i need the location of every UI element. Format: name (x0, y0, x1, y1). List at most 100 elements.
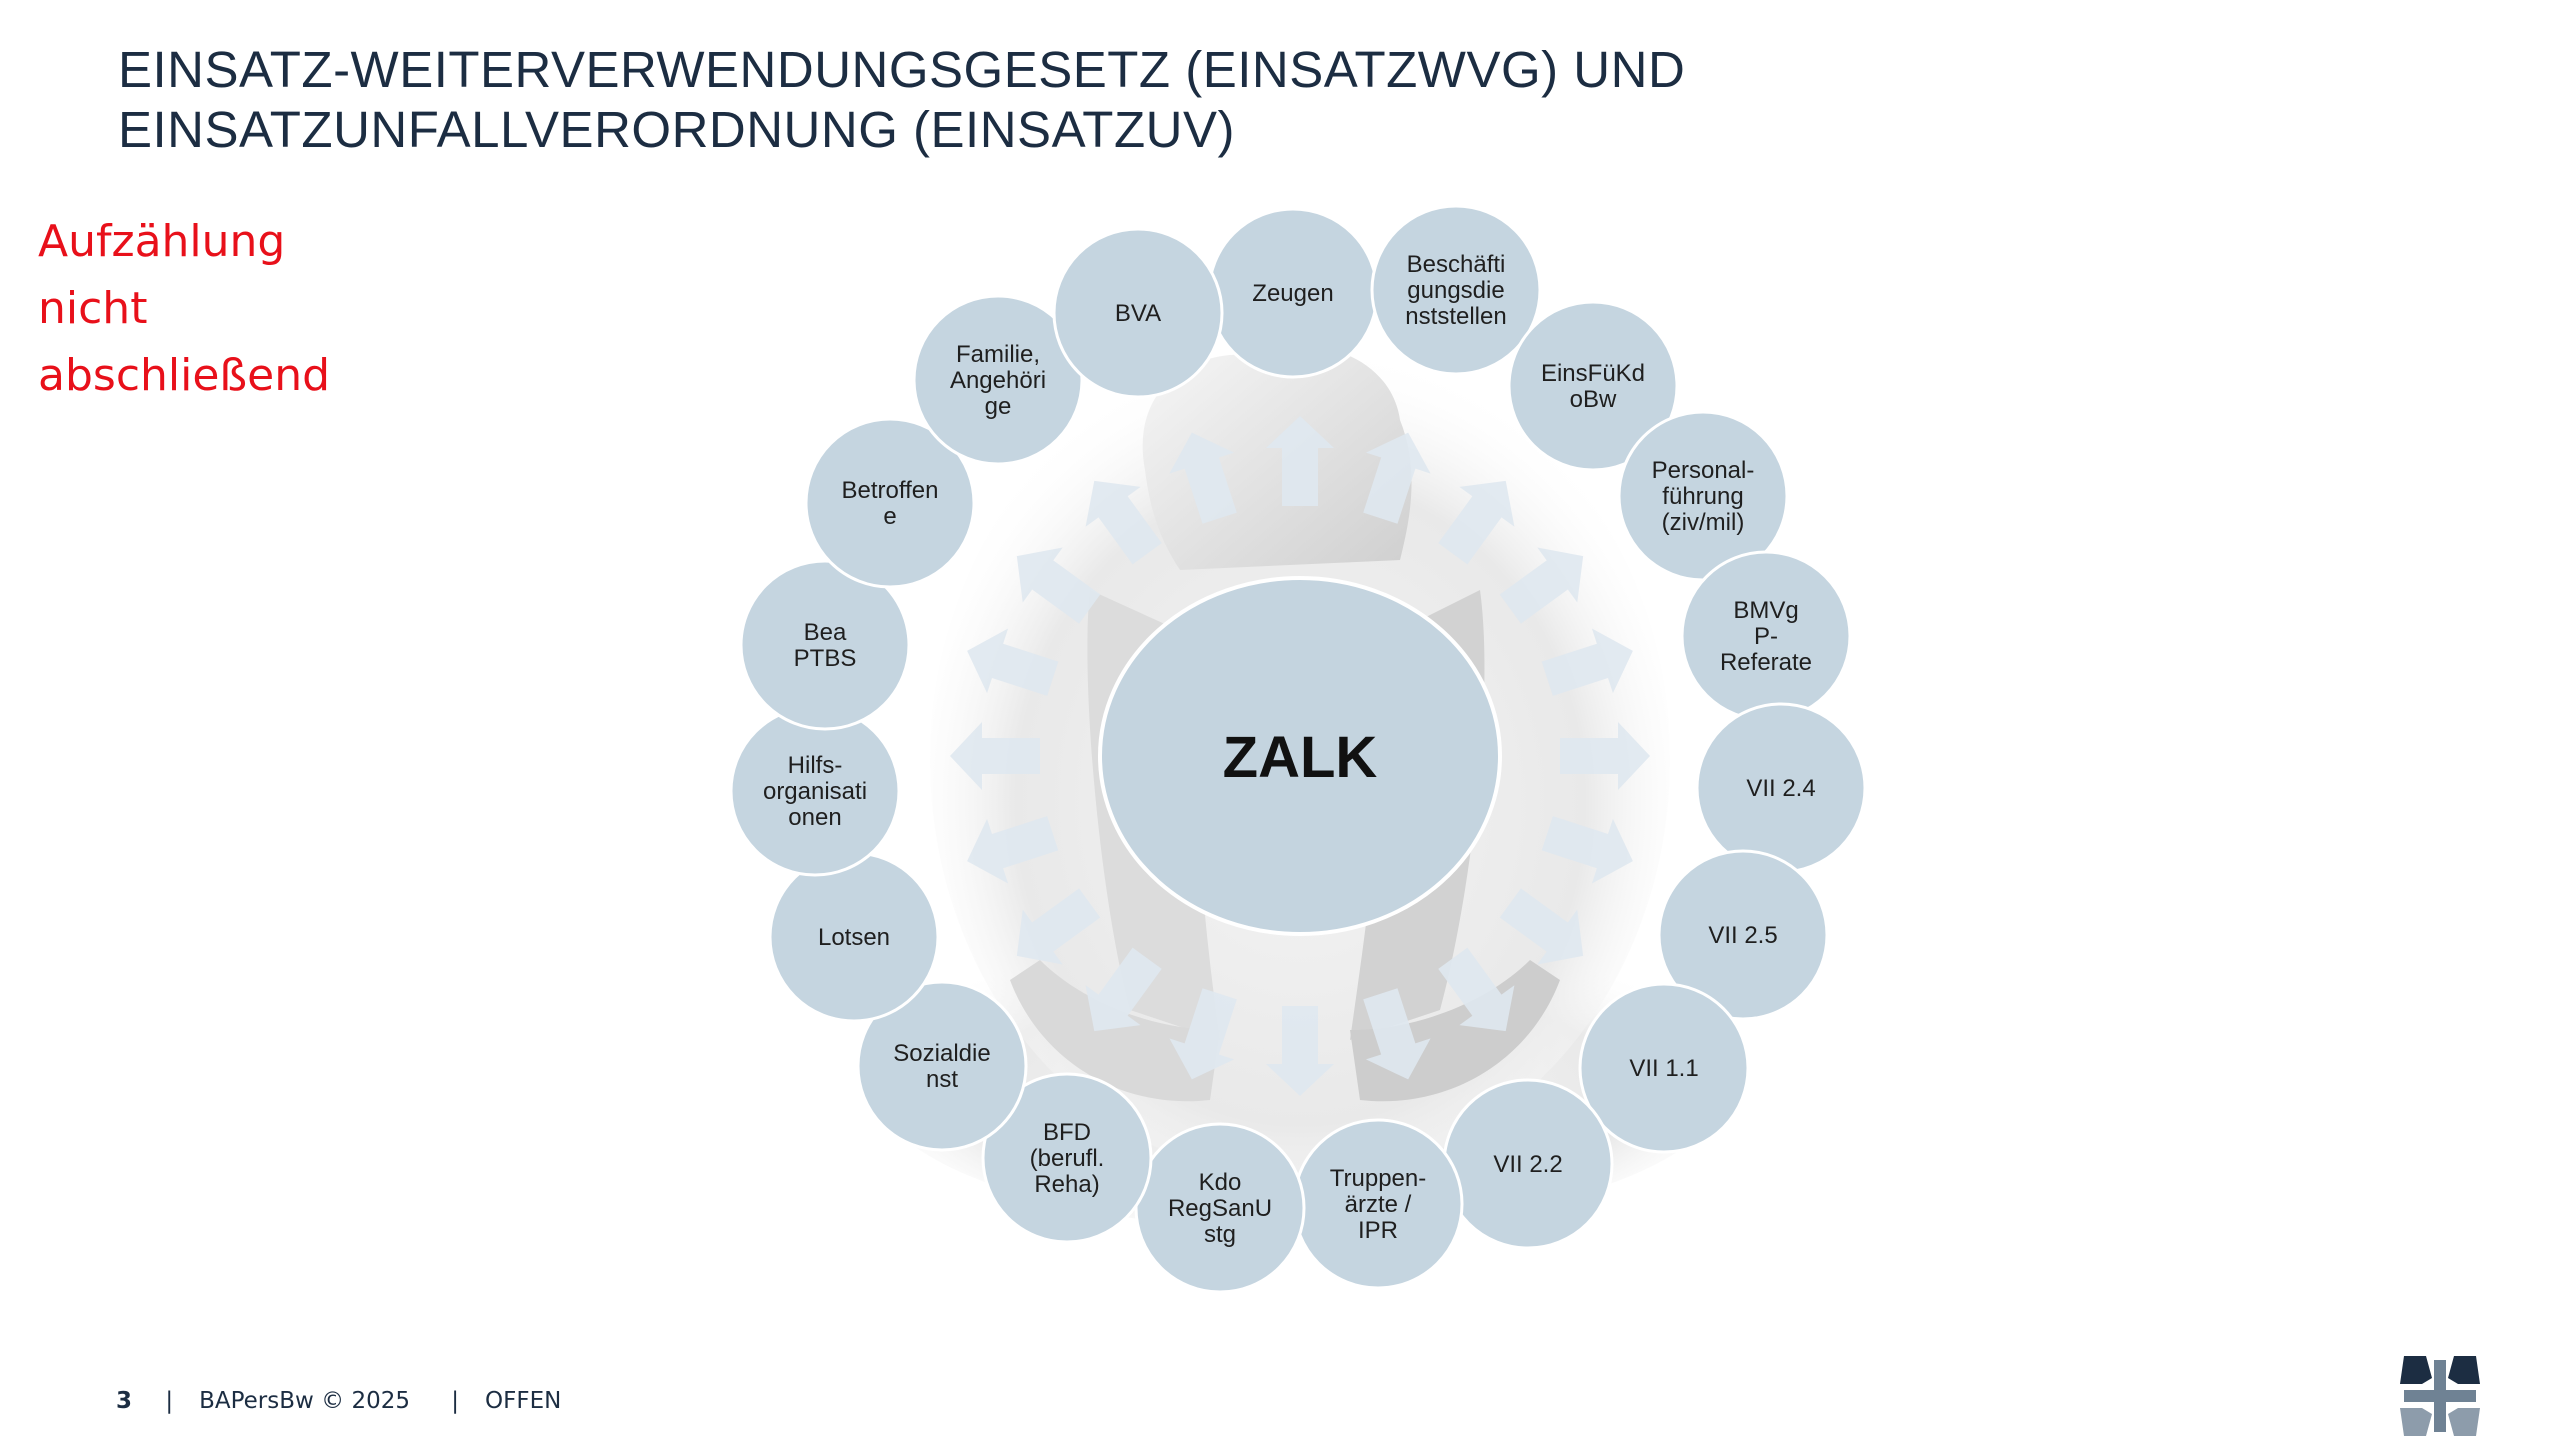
outward-arrow (1363, 988, 1431, 1080)
node-label: Familie, (956, 341, 1040, 368)
node-label: ärzte / (1345, 1191, 1412, 1218)
node-label: EinsFüKd (1541, 360, 1645, 387)
outward-arrow (1266, 1006, 1334, 1096)
node-label: oBw (1570, 386, 1617, 413)
node-label: nst (926, 1066, 958, 1093)
page-number: 3 (116, 1388, 133, 1414)
node-circle (912, 294, 1084, 466)
outward-arrow (967, 816, 1059, 884)
stakeholder-node: BFD(berufl.Reha) (981, 1072, 1153, 1244)
outward-arrow (1499, 888, 1584, 965)
node-label: organisati (763, 778, 867, 805)
node-label: Beschäfti (1407, 251, 1506, 278)
stakeholder-node: VII 2.5 (1657, 849, 1829, 1021)
node-label: Lotsen (818, 924, 890, 951)
slide-title: EINSATZ-WEITERVERWENDUNGSGESETZ (EINSATZ… (118, 40, 2018, 160)
footer-separator: | (451, 1388, 460, 1414)
outward-arrow (1016, 547, 1101, 624)
node-label: Truppen- (1330, 1165, 1427, 1192)
stakeholder-node: Truppen-ärzte /IPR (1292, 1118, 1464, 1290)
node-label: (berufl. (1030, 1145, 1105, 1172)
stakeholder-node: VII 1.1 (1578, 982, 1750, 1154)
outward-arrow (1266, 416, 1334, 506)
note-line: abschließend (38, 350, 331, 401)
node-label: Zeugen (1252, 280, 1333, 307)
node-label: ge (985, 393, 1012, 420)
outward-arrow (1085, 480, 1162, 565)
node-ring: Zeugen BeschäftigungsdienststellenEinsFüK… (729, 204, 1867, 1294)
center-label: ZALK (1223, 725, 1378, 790)
footer-separator: | (165, 1388, 174, 1414)
footer: 3 | BAPersBw © 2025 | OFFEN (116, 1388, 561, 1414)
node-circle (981, 1072, 1153, 1244)
outward-arrow (1085, 947, 1162, 1032)
node-circle (856, 980, 1028, 1152)
node-label: Reha) (1034, 1171, 1099, 1198)
node-label: (ziv/mil) (1662, 509, 1745, 536)
node-circle (1578, 982, 1750, 1154)
outward-arrow (1169, 988, 1237, 1080)
note-line: nicht (38, 283, 148, 334)
node-label: PTBS (794, 645, 857, 672)
stakeholder-node: BVA (1052, 227, 1224, 399)
center-circle (1098, 576, 1502, 936)
node-label: VII 2.2 (1493, 1151, 1562, 1178)
node-label: Referate (1720, 649, 1812, 676)
arrow-ring (950, 416, 1650, 1096)
stakeholder-node: VII 2.2 (1442, 1078, 1614, 1250)
node-label: nststellen (1405, 303, 1506, 330)
title-line: EINSATZ-WEITERVERWENDUNGSGESETZ (EINSATZ… (118, 41, 1686, 98)
node-label: Hilfs- (788, 752, 843, 779)
node-circle (1507, 300, 1679, 472)
node-circle (1657, 849, 1829, 1021)
node-circle (1370, 204, 1542, 376)
outward-arrow (1541, 816, 1633, 884)
node-label: BFD (1043, 1119, 1091, 1146)
title-line: EINSATZUNFALLVERORDNUNG (EINSATZUV) (118, 101, 1235, 158)
outward-arrow (967, 628, 1059, 696)
bundeswehr-cross-logo (2400, 1356, 2480, 1436)
node-circle (739, 559, 911, 731)
node-label: VII 2.5 (1708, 922, 1777, 949)
node-label: BMVg (1733, 597, 1798, 624)
node-label: Betroffen (842, 477, 939, 504)
node-label: onen (788, 804, 841, 831)
node-label: Angehöri (950, 367, 1046, 394)
node-label: führung (1662, 483, 1743, 510)
node-label: RegSanU (1168, 1195, 1272, 1222)
center-node: ZALK (1098, 576, 1502, 936)
outward-arrow (1438, 480, 1515, 565)
node-label: VII 2.4 (1746, 775, 1815, 802)
outward-arrow (1499, 547, 1584, 624)
node-label: Kdo (1199, 1169, 1242, 1196)
node-label: BVA (1115, 300, 1161, 327)
outward-arrow (950, 722, 1040, 790)
node-label: stg (1204, 1221, 1236, 1248)
outward-arrow (1016, 888, 1101, 965)
classification-text: OFFEN (485, 1388, 562, 1414)
node-circle (804, 417, 976, 589)
outward-arrow (1560, 722, 1650, 790)
note-line: Aufzählung (38, 216, 286, 267)
copyright-text: BAPersBw © 2025 (199, 1388, 410, 1414)
node-label: IPR (1358, 1217, 1398, 1244)
stakeholder-node: Zeugen (1207, 207, 1379, 379)
outward-arrow (1169, 432, 1237, 524)
node-circle (1052, 227, 1224, 399)
node-label: VII 1.1 (1629, 1055, 1698, 1082)
outward-arrow (1438, 947, 1515, 1032)
stakeholder-node: VII 2.4 (1695, 702, 1867, 874)
outward-arrow (1363, 432, 1431, 524)
node-label: e (883, 503, 896, 530)
node-label: Bea (804, 619, 847, 646)
node-label: Sozialdie (893, 1040, 990, 1067)
stakeholder-node: Lotsen (768, 851, 940, 1023)
